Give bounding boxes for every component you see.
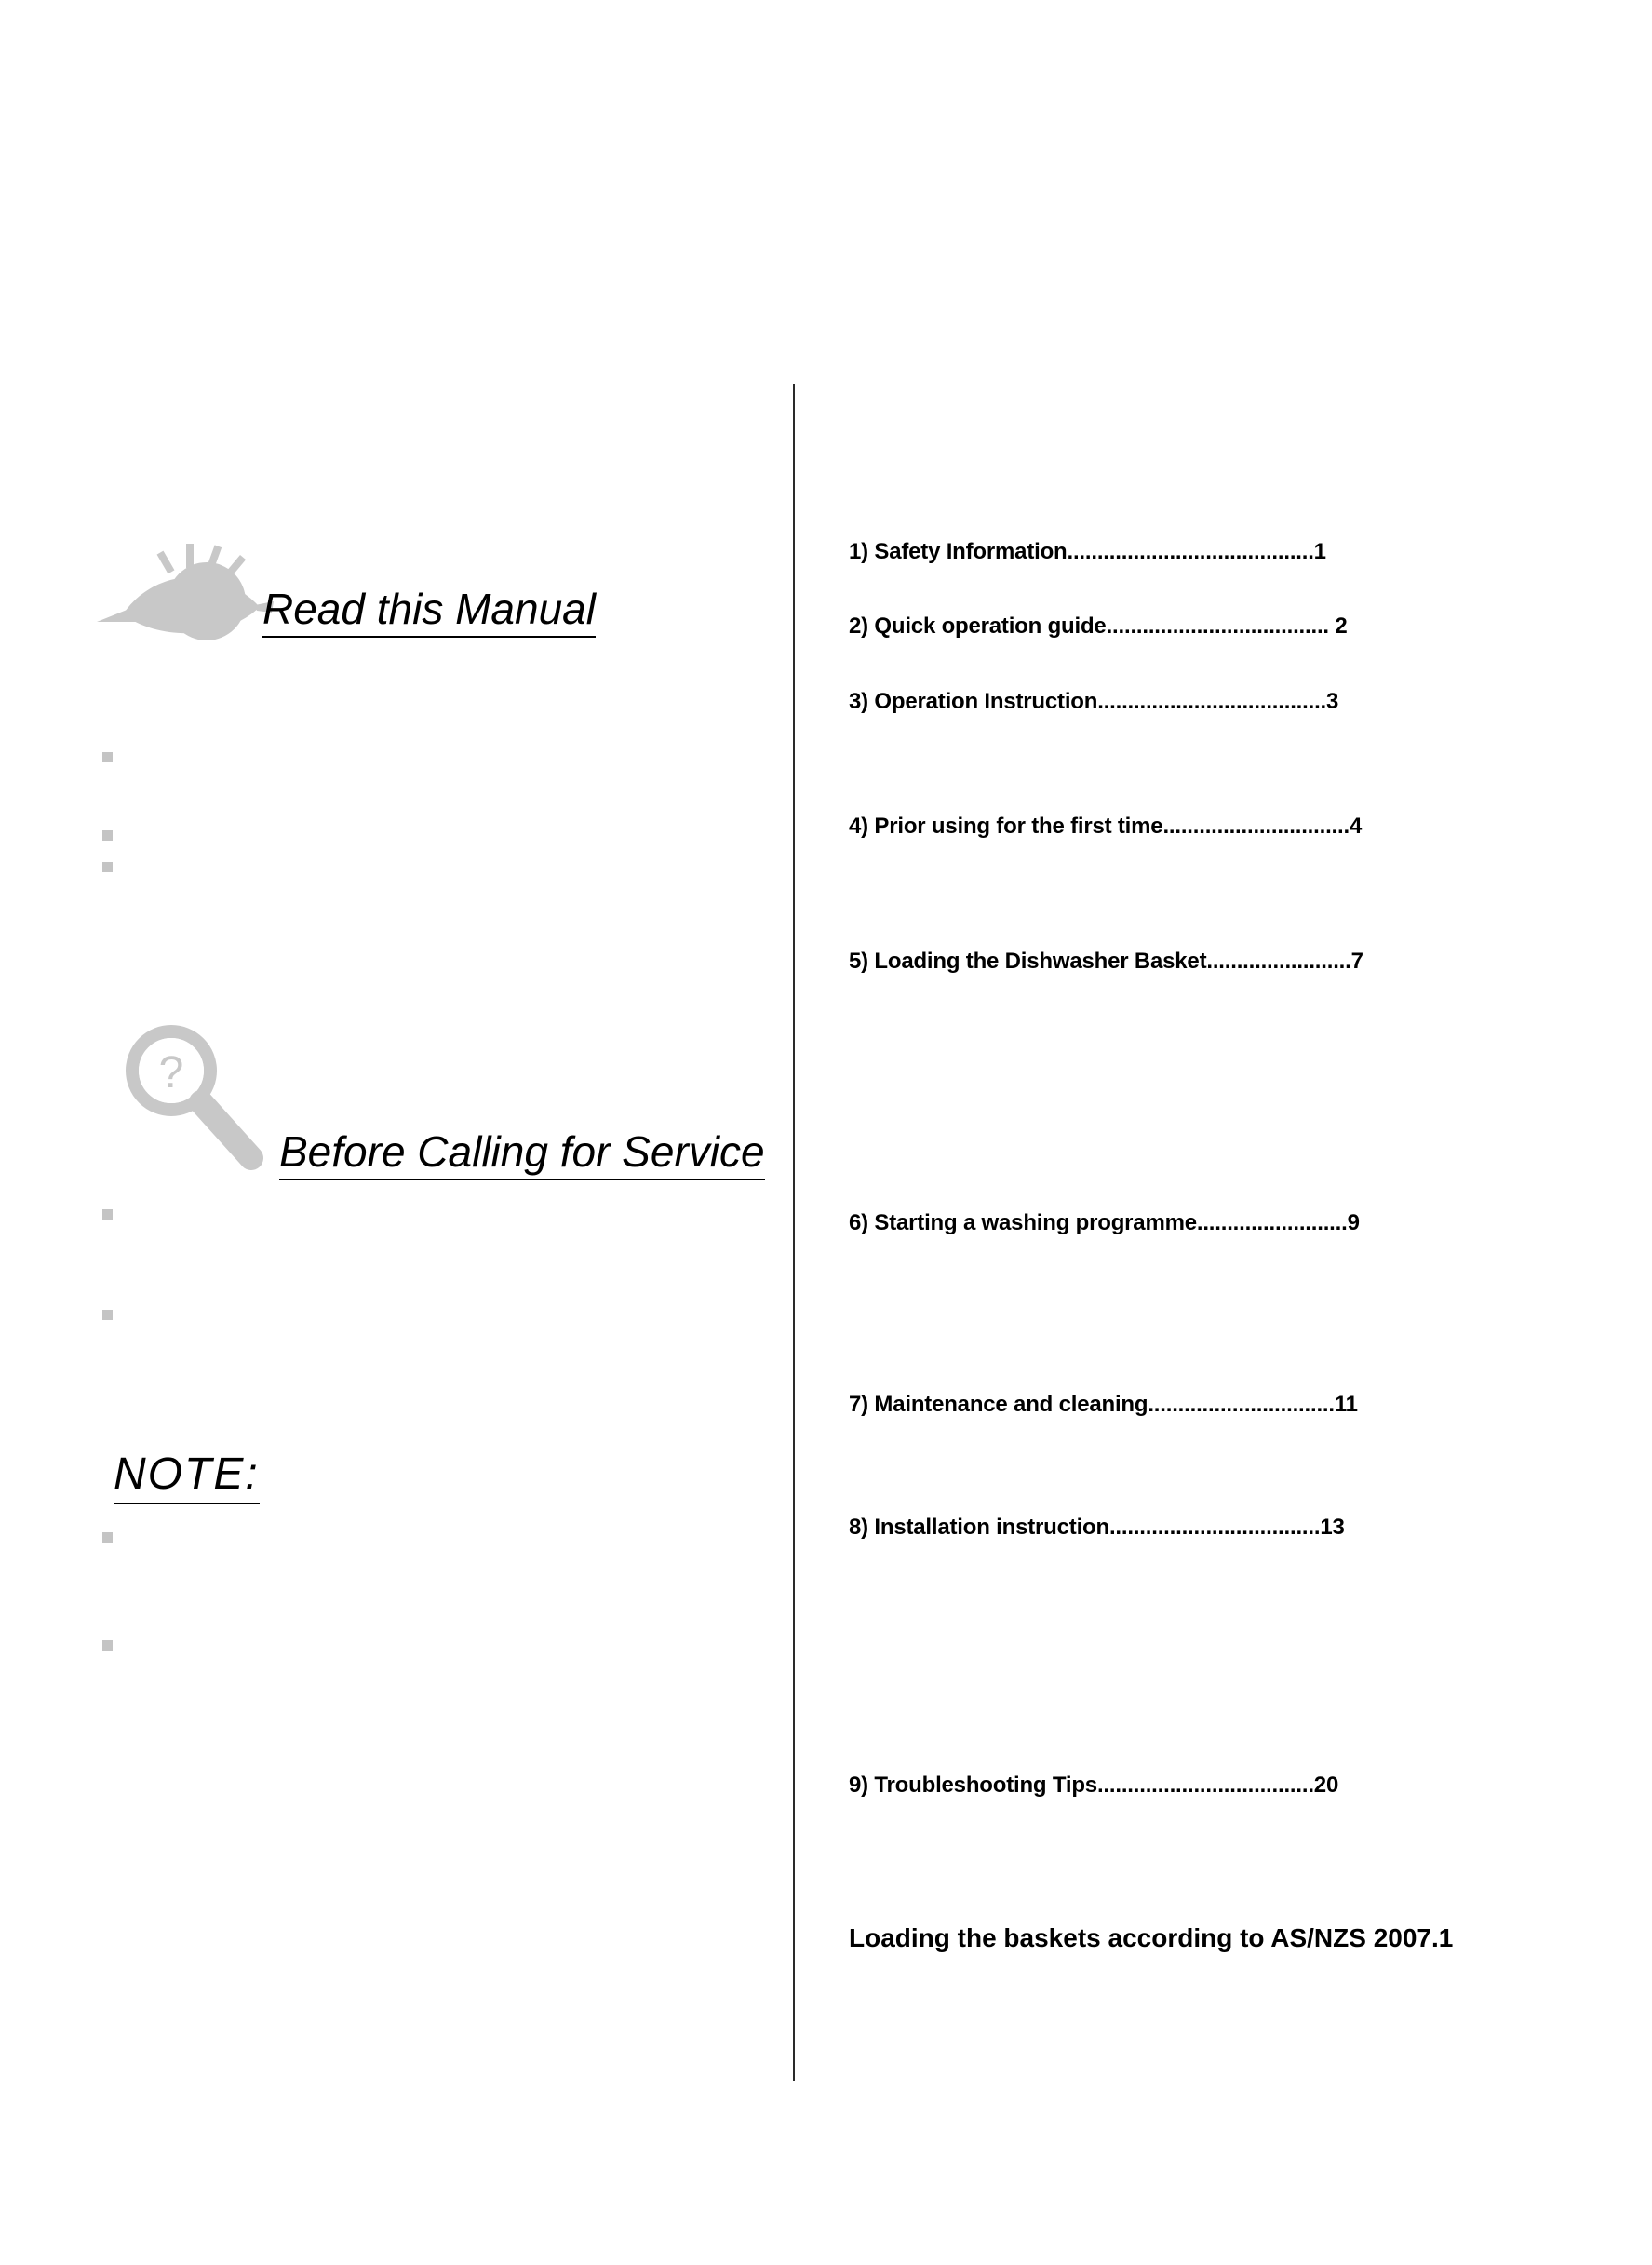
square-bullet-icon bbox=[102, 830, 113, 841]
column-divider bbox=[793, 384, 795, 2081]
magnifier-question-icon: ? bbox=[121, 1020, 266, 1171]
note-heading: NOTE: bbox=[114, 1452, 260, 1504]
square-bullet-icon bbox=[102, 1640, 113, 1651]
svg-text:?: ? bbox=[159, 1048, 184, 1098]
toc-item-maintenance: 7) Maintenance and cleaning.............… bbox=[849, 1392, 1358, 1417]
eye-icon bbox=[97, 542, 274, 644]
square-bullet-icon bbox=[102, 1310, 113, 1320]
square-bullet-icon bbox=[102, 1209, 113, 1220]
toc-item-safety: 1) Safety Information...................… bbox=[849, 539, 1326, 564]
toc-item-first-time: 4) Prior using for the first time.......… bbox=[849, 814, 1363, 839]
toc-item-operation: 3) Operation Instruction................… bbox=[849, 689, 1339, 714]
toc-footer-loading-standard: Loading the baskets according to AS/NZS … bbox=[849, 1923, 1454, 1952]
read-manual-heading: Read this Manual bbox=[262, 587, 596, 638]
square-bullet-icon bbox=[102, 1532, 113, 1543]
square-bullet-icon bbox=[102, 862, 113, 872]
square-bullet-icon bbox=[102, 752, 113, 762]
toc-item-washing-programme: 6) Starting a washing programme.........… bbox=[849, 1210, 1360, 1235]
toc-item-loading-basket: 5) Loading the Dishwasher Basket........… bbox=[849, 949, 1363, 974]
before-service-heading: Before Calling for Service bbox=[279, 1130, 765, 1180]
toc-item-quick-guide: 2) Quick operation guide................… bbox=[849, 613, 1348, 639]
toc-item-troubleshooting: 9) Troubleshooting Tips.................… bbox=[849, 1773, 1339, 1798]
toc-item-installation: 8) Installation instruction.............… bbox=[849, 1515, 1345, 1540]
